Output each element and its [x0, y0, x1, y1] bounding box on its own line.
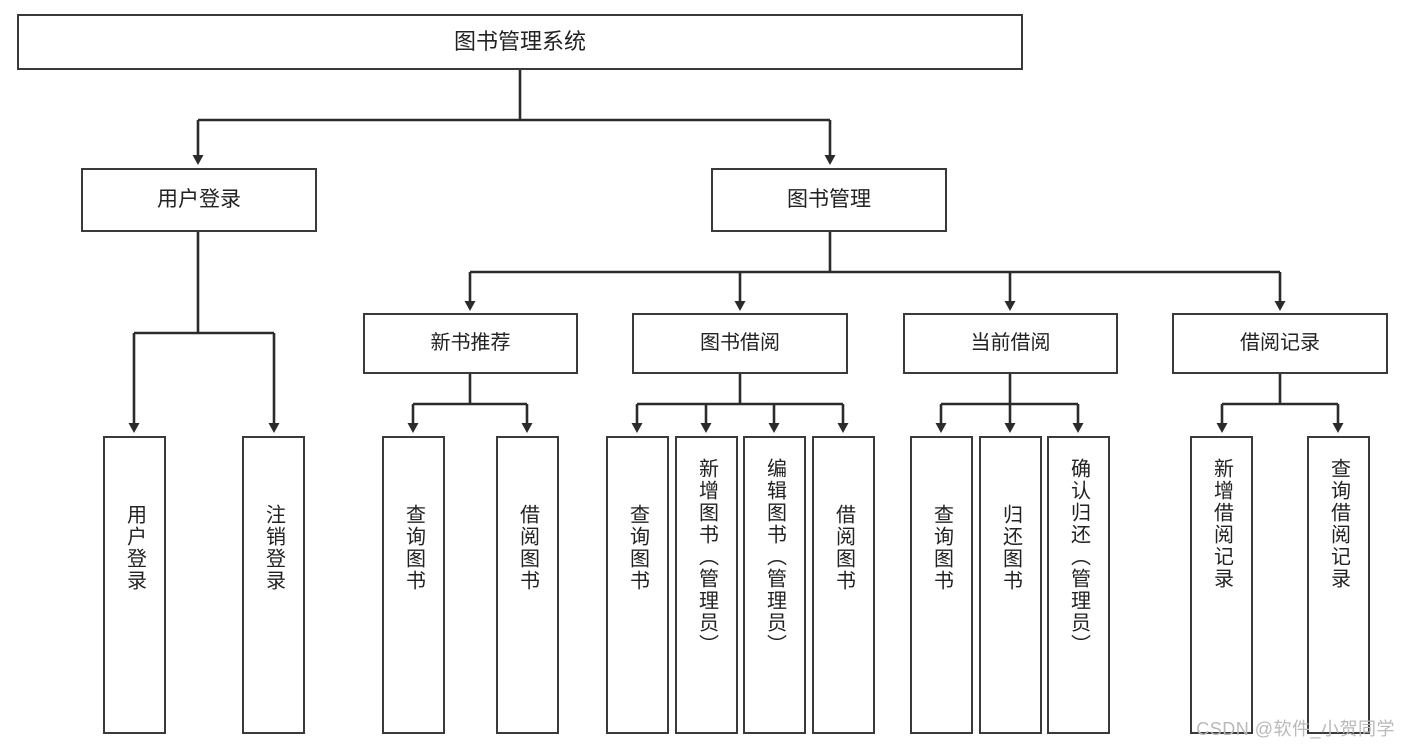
- leaf-book-borrow-add[interactable]: 新增图书（管理员）: [675, 436, 738, 734]
- leaf-book-borrow-edit[interactable]: 编辑图书（管理员）: [743, 436, 806, 734]
- node-user-login[interactable]: 用户登录: [81, 168, 317, 232]
- node-label: 图书管理系统: [453, 29, 586, 55]
- leaf-current-borrow-confirm-return[interactable]: 确认归还（管理员）: [1047, 436, 1110, 734]
- node-label: 查询图书: [626, 504, 649, 592]
- node-label: 借阅图书: [516, 504, 539, 592]
- leaf-new-book-borrow[interactable]: 借阅图书: [496, 436, 559, 734]
- node-current-borrow[interactable]: 当前借阅: [903, 313, 1118, 374]
- node-label: 新增图书（管理员）: [695, 458, 718, 656]
- node-label: 归还图书: [999, 504, 1022, 592]
- leaf-book-borrow-borrow[interactable]: 借阅图书: [812, 436, 875, 734]
- node-label: 新书推荐: [430, 331, 511, 354]
- node-book-borrow[interactable]: 图书借阅: [632, 313, 848, 374]
- node-label: 当前借阅: [970, 331, 1051, 354]
- leaf-borrow-record-query[interactable]: 查询借阅记录: [1307, 436, 1370, 734]
- csdn-watermark: CSDN @软件_小贺同学: [1196, 719, 1395, 739]
- leaf-current-borrow-query[interactable]: 查询图书: [910, 436, 973, 734]
- leaf-borrow-record-add[interactable]: 新增借阅记录: [1190, 436, 1253, 734]
- node-label: 注销登录: [262, 504, 285, 592]
- node-label: 新增借阅记录: [1210, 458, 1233, 590]
- node-label: 用户登录: [157, 187, 241, 211]
- leaf-book-borrow-query[interactable]: 查询图书: [606, 436, 669, 734]
- node-label: 图书借阅: [700, 331, 780, 354]
- node-borrow-record[interactable]: 借阅记录: [1172, 313, 1388, 374]
- leaf-user-login-login[interactable]: 用户登录: [103, 436, 166, 734]
- node-label: 借阅记录: [1240, 331, 1320, 354]
- node-label: 用户登录: [123, 504, 146, 592]
- node-root-system[interactable]: 图书管理系统: [17, 14, 1023, 70]
- node-label: 查询图书: [930, 504, 953, 592]
- node-label: 借阅图书: [832, 504, 855, 592]
- leaf-new-book-query[interactable]: 查询图书: [382, 436, 445, 734]
- leaf-user-login-logout[interactable]: 注销登录: [242, 436, 305, 734]
- node-label: 编辑图书（管理员）: [763, 458, 786, 656]
- node-new-book-recommend[interactable]: 新书推荐: [363, 313, 578, 374]
- node-book-management[interactable]: 图书管理: [711, 168, 947, 232]
- node-label: 图书管理: [787, 187, 871, 211]
- node-label: 查询借阅记录: [1327, 458, 1350, 590]
- leaf-current-borrow-return[interactable]: 归还图书: [979, 436, 1042, 734]
- node-label: 确认归还（管理员）: [1067, 458, 1090, 656]
- node-label: 查询图书: [402, 504, 425, 592]
